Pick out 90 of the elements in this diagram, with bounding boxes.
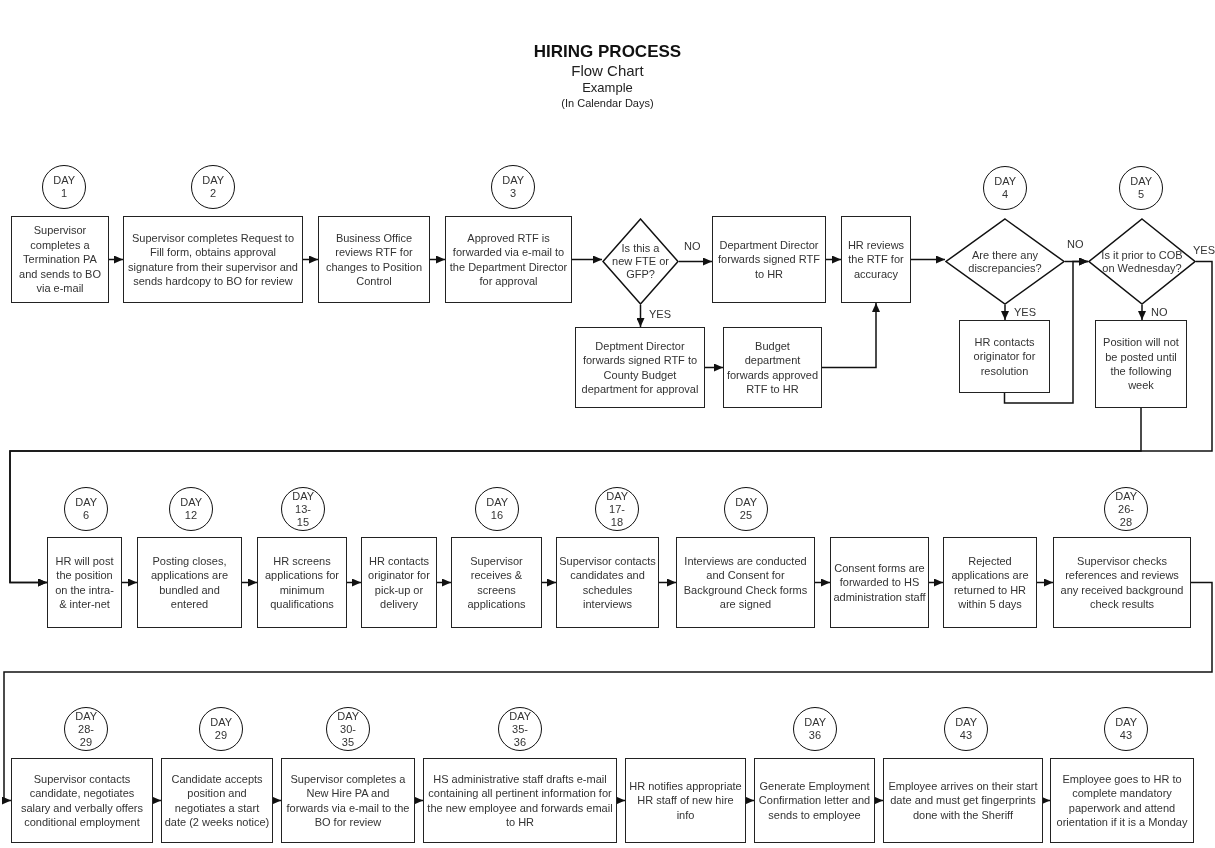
process-box: HR screens applications for minimum qualifications: [257, 537, 347, 628]
process-box: Employee arrives on their start date and must get fingerprints done with the Sheriff: [883, 758, 1043, 843]
arrow: [1001, 304, 1009, 321]
day-circle: DAY 28-29: [64, 707, 108, 751]
arrow: [152, 796, 162, 805]
day-circle: DAY 5: [1119, 166, 1163, 210]
day-circle: DAY 13-15: [281, 487, 325, 531]
arrow: [414, 796, 424, 805]
day-circle: DAY 36: [793, 707, 837, 751]
arrow: [874, 796, 884, 805]
edge-label: YES: [648, 308, 672, 320]
process-box: Supervisor checks references and reviews any received background check results: [1053, 537, 1191, 628]
arrow: [658, 578, 677, 587]
process-box: Position will not be posted until the following week: [1095, 320, 1187, 408]
process-box: HR reviews the RTF for accuracy: [841, 216, 911, 303]
title: HIRING PROCESS: [533, 42, 682, 62]
process-box: Approved RTF is forwarded via e-mail to the Department Director for approval: [445, 216, 572, 303]
arrow: [272, 796, 282, 805]
subtitle: (In Calendar Days): [561, 96, 654, 110]
day-circle: DAY 43: [944, 707, 988, 751]
arrow: [571, 255, 603, 264]
process-box: HR contacts originator for resolution: [959, 320, 1050, 393]
arrow: [436, 578, 452, 587]
arrow: [429, 255, 446, 264]
process-box: Employee goes to HR to complete mandatory paperwork and attend orientation if it is a Monday: [1050, 758, 1194, 843]
arrow: [108, 255, 124, 264]
arrow: [928, 578, 944, 587]
process-box: Generate Employment Confirmation letter and sends to employee: [754, 758, 875, 843]
day-circle: DAY 29: [199, 707, 243, 751]
day-circle: DAY 30-35: [326, 707, 370, 751]
day-circle: DAY 17-18: [595, 487, 639, 531]
arrow: [1036, 578, 1054, 587]
process-box: Posting closes, applications are bundled and entered: [137, 537, 242, 628]
process-box: Department Director forwards signed RTF to HR: [712, 216, 826, 303]
arrow: [704, 363, 724, 372]
process-box: Supervisor completes a Termination PA and sends to BO via e-mail: [11, 216, 109, 303]
process-box: Budget department forwards approved RTF to HR: [723, 327, 822, 408]
day-circle: DAY 16: [475, 487, 519, 531]
process-box: Business Office reviews RTF for changes to Position Control: [318, 216, 430, 303]
edge-label: NO: [1150, 306, 1169, 318]
day-circle: DAY 6: [64, 487, 108, 531]
process-box: HR notifies appropriate HR staff of new hire info: [625, 758, 746, 843]
arrow: [541, 578, 557, 587]
edge-label: NO: [1066, 238, 1085, 250]
decision-diamond: Is this a new FTE or GFP?: [602, 218, 679, 305]
arrow: [1041, 796, 1051, 805]
process-box: Consent forms are forwarded to HS administration staff: [830, 537, 929, 628]
process-box: Supervisor receives & screens applications: [451, 537, 542, 628]
arrow: [678, 257, 713, 266]
day-circle: DAY 12: [169, 487, 213, 531]
arrow: [814, 578, 831, 587]
arrow: [821, 302, 880, 369]
subtitle: Example: [582, 80, 633, 96]
arrow: [616, 796, 626, 805]
day-circle: DAY 25: [724, 487, 768, 531]
day-circle: DAY 1: [42, 165, 86, 209]
arrow: [121, 578, 138, 587]
arrow: [636, 304, 645, 328]
day-circle: DAY 3: [491, 165, 535, 209]
process-box: Deptment Director forwards signed RTF to County Budget department for approval: [575, 327, 705, 408]
arrow: [825, 255, 842, 264]
arrow: [302, 255, 319, 264]
process-box: Supervisor contacts candidate, negotiates salary and verbally offers conditional employment: [11, 758, 153, 843]
day-circle: DAY 43: [1104, 707, 1148, 751]
arrow: [1138, 304, 1146, 321]
subtitle: Flow Chart: [571, 62, 644, 80]
process-box: Candidate accepts position and negotiates a start date (2 weeks notice): [161, 758, 273, 843]
arrow: [745, 796, 755, 805]
day-circle: DAY 2: [191, 165, 235, 209]
edge-label: YES: [1013, 306, 1037, 318]
process-box: Interviews are conducted and Consent for Background Check forms are signed: [676, 537, 815, 628]
process-box: Supervisor completes Request to Fill form, obtains approval signature from their supervisor and sends hardcopy to BO for review: [123, 216, 303, 303]
edge-label: NO: [683, 240, 702, 252]
process-box: HR will post the position on the intra- & inter-net: [47, 537, 122, 628]
arrow: [910, 255, 946, 264]
arrow: [241, 578, 258, 587]
process-box: Supervisor contacts candidates and schedules interviews: [556, 537, 659, 628]
process-box: Rejected applications are returned to HR within 5 days: [943, 537, 1037, 628]
arrow: [1003, 257, 1089, 404]
arrow: [346, 578, 362, 587]
process-box: HS administrative staff drafts e-mail containing all pertinent information for the new employee and forwards email to HR: [423, 758, 617, 843]
day-circle: DAY 35-36: [498, 707, 542, 751]
decision-diamond: Are there any discrepancies?: [945, 218, 1065, 305]
edge-label: YES: [1192, 244, 1215, 256]
day-circle: DAY 4: [983, 166, 1027, 210]
arrow: [2, 581, 1213, 805]
process-box: Supervisor completes a New Hire PA and forwards via e-mail to the BO for review: [281, 758, 415, 843]
process-box: HR contacts originator for pick-up or delivery: [361, 537, 437, 628]
arrow: [9, 407, 1142, 587]
day-circle: DAY 26-28: [1104, 487, 1148, 531]
